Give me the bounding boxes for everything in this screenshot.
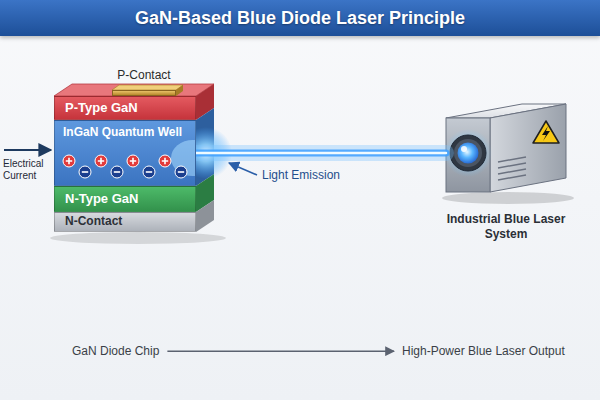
electron-symbol — [143, 166, 155, 178]
flow-label: High-Power Blue Laser Output — [402, 344, 565, 358]
hole-symbol — [95, 155, 107, 167]
charge-circle — [143, 166, 155, 178]
charge-sign — [178, 171, 184, 173]
charge-circle — [127, 155, 139, 167]
vent-slot — [498, 163, 526, 168]
part-label: P-Contact — [117, 68, 170, 82]
charge-circle — [159, 155, 171, 167]
laser-device-illustration — [442, 104, 574, 204]
lens — [458, 143, 479, 164]
device-shadow — [442, 192, 574, 204]
charge-sign — [130, 158, 136, 164]
vent-slot — [498, 157, 526, 162]
current-arrow — [4, 149, 51, 151]
title-text: GaN-Based Blue Diode Laser Principle — [0, 0, 600, 36]
layer-label: N-Type GaN — [65, 192, 138, 207]
charge-sign — [98, 158, 104, 164]
charge-circle — [79, 166, 91, 178]
layer-top-face — [54, 84, 214, 96]
beam-glow — [196, 145, 446, 161]
quantum-well-layer: InGaN Quantum Well — [54, 120, 196, 186]
hole-symbol — [127, 155, 139, 167]
flow-arrow — [167, 350, 394, 351]
laser-beam — [196, 153, 446, 154]
charge-circle — [95, 155, 107, 167]
contact-side-face — [176, 85, 183, 96]
contact-layer: N-Contact — [54, 212, 196, 232]
lens-ring — [454, 139, 482, 167]
flow-label: GaN Diode Chip — [72, 344, 159, 358]
lens-highlight — [461, 146, 467, 152]
vent-slot — [498, 169, 526, 174]
warning-sign — [533, 121, 559, 143]
electron-symbol — [79, 166, 91, 178]
semiconductor-layer: N-Type GaN — [54, 186, 196, 212]
leader-arrow — [229, 163, 257, 175]
charge-circle — [175, 166, 187, 178]
charge-sign — [146, 171, 152, 173]
layer-side-face — [196, 200, 214, 232]
charge-sign — [162, 158, 168, 164]
laser-device: Industrial Blue Laser System — [446, 104, 566, 196]
layer-label: P-Type GaN — [65, 101, 138, 116]
charge-sign — [114, 171, 120, 173]
electron-symbol — [175, 166, 187, 178]
chip-shadow — [50, 232, 226, 244]
charge-circle — [63, 155, 75, 167]
vent-slot — [498, 175, 526, 180]
electron-symbol — [111, 166, 123, 178]
charge-sign — [82, 171, 88, 173]
signal-label: Electrical Current — [3, 158, 51, 181]
warning-bolt — [542, 126, 550, 141]
layer-label: N-Contact — [65, 215, 122, 229]
layer-label: InGaN Quantum Well — [63, 126, 182, 140]
hole-symbol — [159, 155, 171, 167]
hole-symbol — [63, 155, 75, 167]
semiconductor-layer: P-Type GaN — [54, 96, 196, 120]
callout-label: Light Emission — [262, 168, 340, 182]
beam-body — [196, 150, 446, 157]
charge-sign — [66, 158, 72, 164]
lens-ring — [450, 135, 486, 171]
device-label: Industrial Blue Laser System — [426, 212, 586, 242]
charge-circle — [111, 166, 123, 178]
housing-side — [490, 104, 566, 192]
beam-core — [196, 152, 446, 155]
